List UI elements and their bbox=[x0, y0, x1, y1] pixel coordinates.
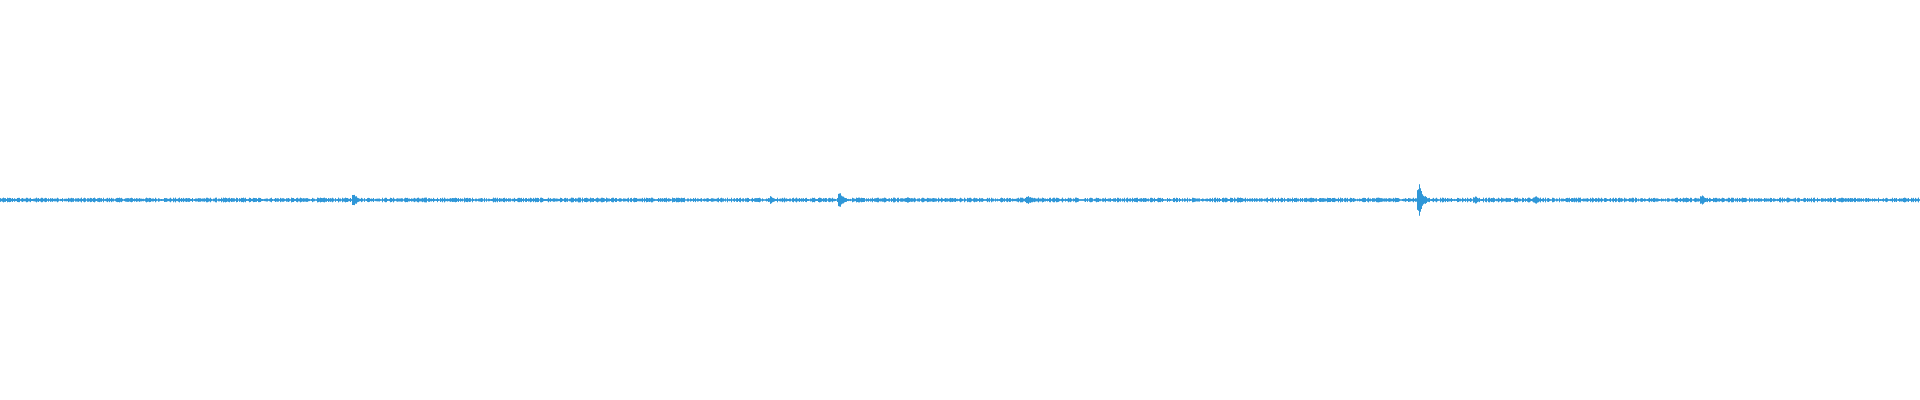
waveform-signal bbox=[0, 184, 1920, 216]
